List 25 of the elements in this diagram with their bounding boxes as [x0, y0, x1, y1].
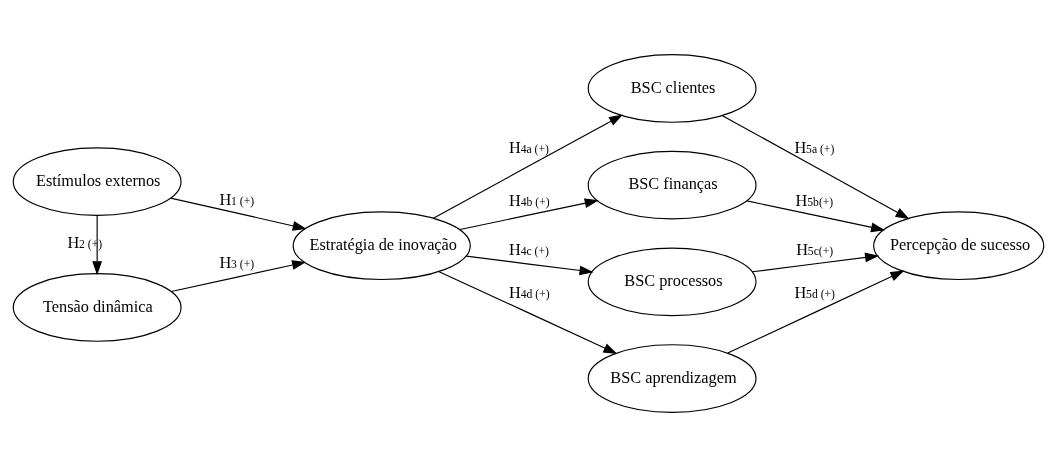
node-ellipse: Estímulos externos	[12, 146, 182, 216]
edge-label: H4d (+)	[509, 282, 550, 302]
arrow	[170, 259, 307, 292]
edge-label: H5b(+)	[795, 190, 834, 210]
node-ellipse: BSC processos	[587, 246, 757, 316]
edge-label: H4a (+)	[509, 137, 549, 157]
arrow	[170, 197, 307, 231]
edge-label: H5a (+)	[794, 137, 835, 157]
edge-label: H1 (+)	[219, 189, 255, 209]
node-ellipse: BSC clientes	[587, 53, 757, 123]
edge-label: H5c(+)	[796, 239, 834, 259]
arrow	[432, 114, 624, 219]
arrow	[438, 270, 618, 354]
arrow	[459, 197, 599, 230]
arrow	[465, 255, 594, 275]
edge-label: H5d (+)	[794, 282, 835, 302]
arrow	[727, 270, 905, 354]
edge-label: H4b (+)	[509, 190, 550, 210]
arrow	[721, 114, 910, 219]
edge-label: H3 (+)	[219, 252, 255, 272]
arrow	[746, 199, 885, 232]
node-ellipse: BSC finanças	[587, 150, 757, 220]
edge-label: H4c (+)	[509, 239, 549, 259]
arrow	[751, 252, 880, 272]
node-ellipse: Tensão dinâmica	[12, 272, 182, 342]
